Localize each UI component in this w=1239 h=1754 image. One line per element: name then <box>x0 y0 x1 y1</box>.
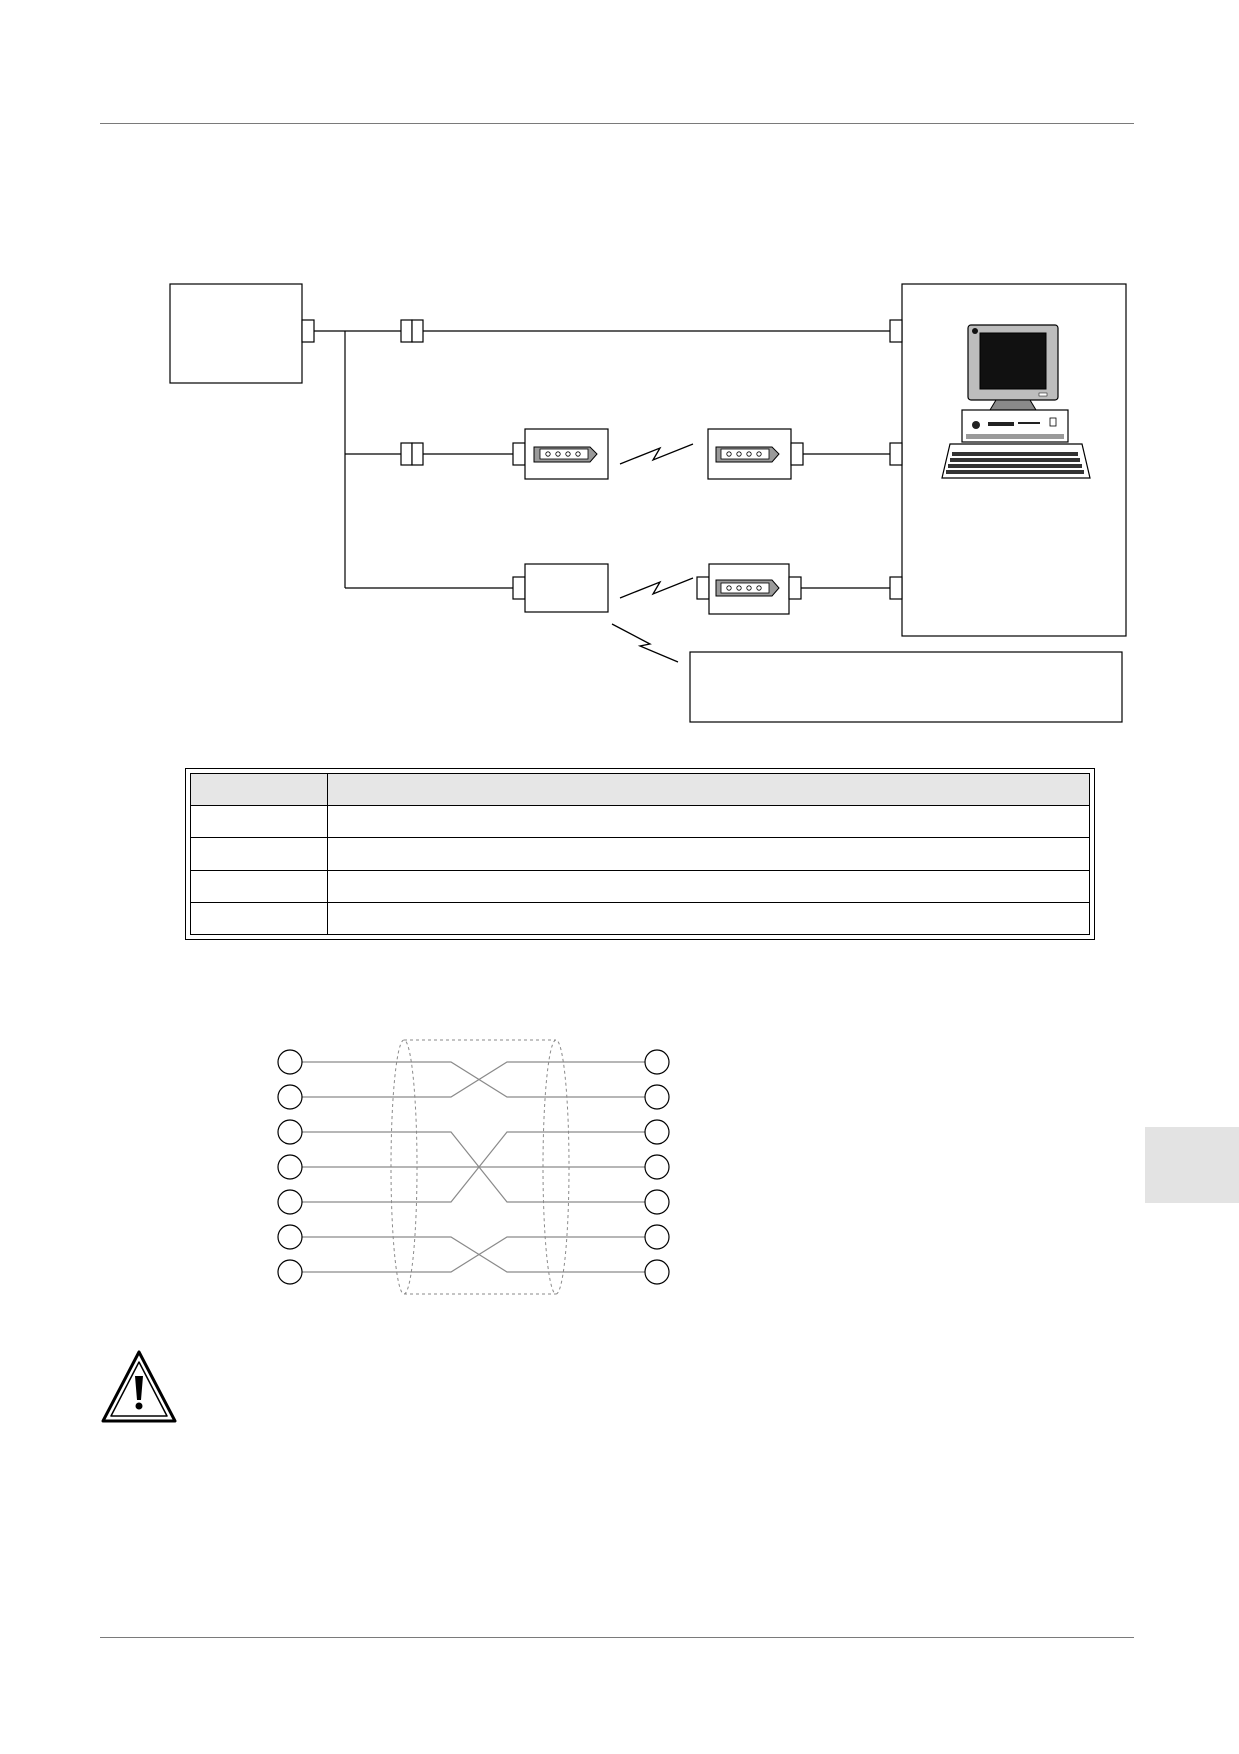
radio-branch <box>345 563 890 663</box>
infrared-branch <box>345 428 890 480</box>
plc-unit <box>169 283 303 384</box>
table-header-cell <box>190 772 328 807</box>
wire-line <box>302 1236 645 1273</box>
table-cell <box>327 901 1090 936</box>
table-row <box>190 837 1090 871</box>
signal-icon <box>611 623 679 663</box>
footer-rule <box>100 1637 1134 1638</box>
pin-right <box>644 1224 670 1250</box>
pin-left <box>277 1084 303 1110</box>
signal-icon <box>619 443 694 465</box>
wire-line <box>302 1061 645 1098</box>
signal-icon <box>619 577 694 599</box>
pin-right <box>644 1119 670 1145</box>
table-cell <box>190 837 328 871</box>
connection-diagram <box>169 283 1127 723</box>
ir-window-left <box>533 446 598 463</box>
chapter-tab <box>1145 1127 1239 1203</box>
table-row <box>190 901 1090 936</box>
wire-line <box>302 1061 645 1098</box>
pin-left <box>277 1119 303 1145</box>
cable-shield-end <box>542 1039 570 1295</box>
pin-left <box>277 1154 303 1180</box>
radio-module <box>524 563 609 613</box>
cable-shield <box>404 1039 556 1295</box>
cable-shield-end <box>390 1039 418 1295</box>
wire-line <box>302 1236 645 1273</box>
ir-window-right <box>715 446 780 463</box>
callout-box <box>689 651 1123 723</box>
cable-branch <box>345 319 890 343</box>
pin-left <box>277 1224 303 1250</box>
header-rule <box>100 123 1134 124</box>
table-header-row <box>190 772 1090 807</box>
pin-right <box>644 1189 670 1215</box>
pin-right <box>644 1084 670 1110</box>
specs-table <box>185 768 1095 940</box>
wire-line <box>302 1131 645 1203</box>
table-cell <box>327 837 1090 871</box>
pin-right <box>644 1259 670 1285</box>
pin-right <box>644 1049 670 1075</box>
pin-left <box>277 1259 303 1285</box>
pin-left <box>277 1189 303 1215</box>
pin-left <box>277 1049 303 1075</box>
table-cell <box>190 901 328 936</box>
radio-window-right <box>715 579 780 597</box>
pin-right <box>644 1154 670 1180</box>
computer-icon <box>941 324 1091 479</box>
table-header-cell <box>327 772 1090 807</box>
